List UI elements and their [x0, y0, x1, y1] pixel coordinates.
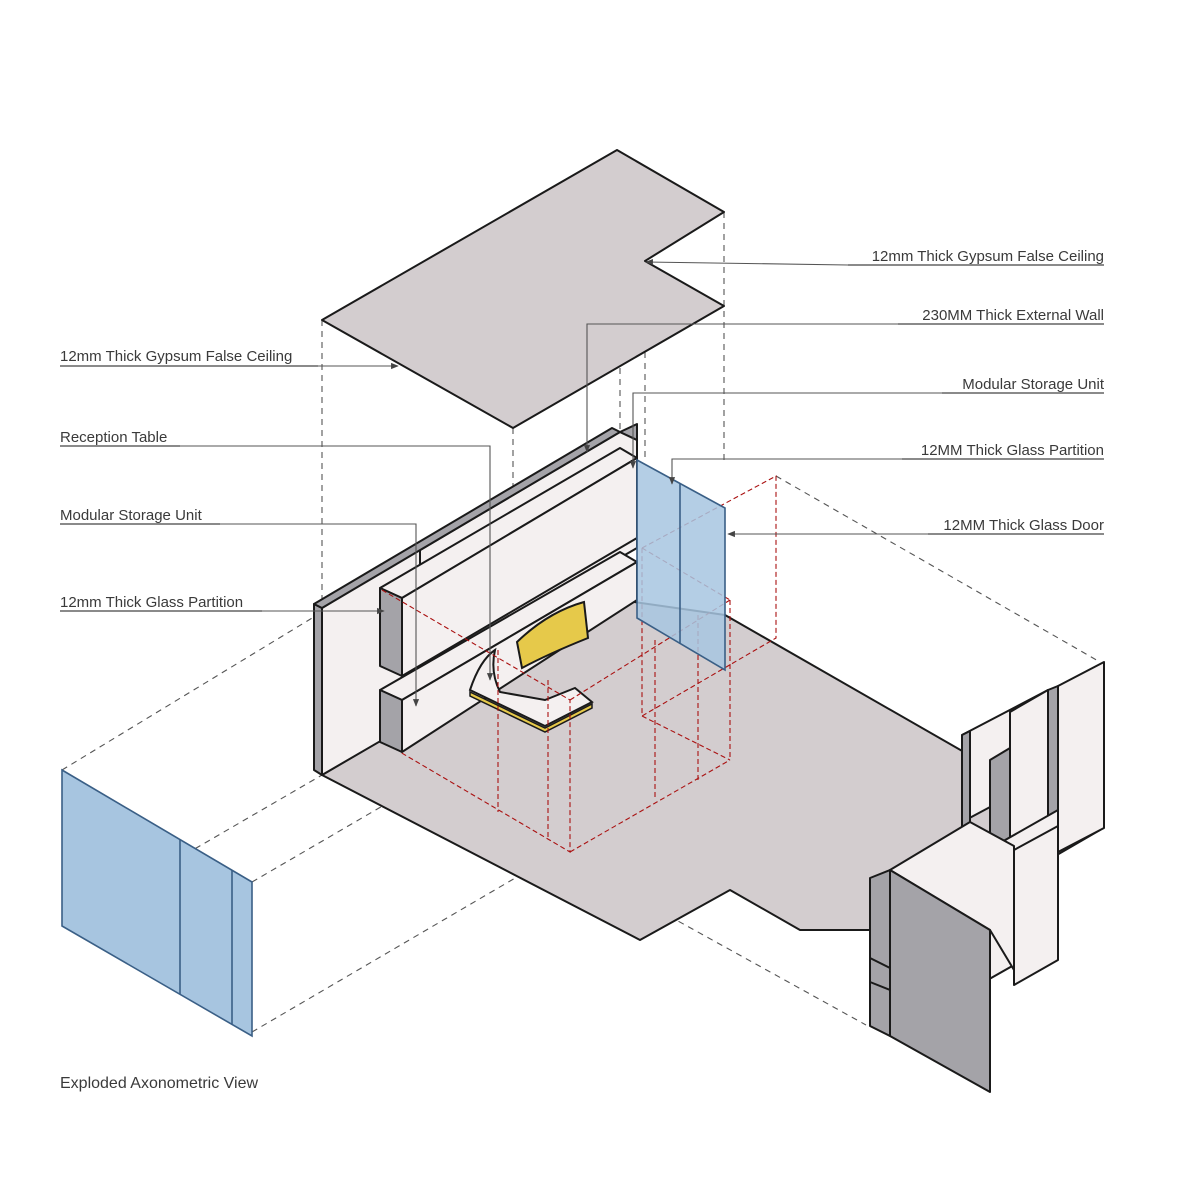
label-glass-door: 12MM Thick Glass Door [943, 517, 1104, 534]
label-storage-unit-left: Modular Storage Unit [60, 507, 203, 524]
right-labels: 12mm Thick Gypsum False Ceiling 230MM Th… [872, 248, 1105, 534]
label-glass-partition-right: 12MM Thick Glass Partition [921, 442, 1104, 459]
label-glass-partition-left: 12mm Thick Glass Partition [60, 594, 243, 611]
glass-partition-panel [61, 768, 253, 1038]
label-leaders [60, 259, 1104, 707]
diagram-caption: Exploded Axonometric View [60, 1075, 258, 1092]
label-reception-table: Reception Table [60, 429, 167, 446]
reception-table [468, 600, 594, 733]
label-false-ceiling-right: 12mm Thick Gypsum False Ceiling [872, 248, 1104, 265]
external-wall-piece [869, 661, 1105, 1093]
label-external-wall: 230MM Thick External Wall [922, 307, 1104, 324]
glass-partition-in-room [636, 458, 726, 672]
label-storage-unit-right: Modular Storage Unit [962, 376, 1105, 393]
label-false-ceiling-left: 12mm Thick Gypsum False Ceiling [60, 348, 292, 365]
left-labels: 12mm Thick Gypsum False Ceiling Receptio… [60, 348, 292, 611]
false-ceiling-slab [321, 149, 725, 429]
